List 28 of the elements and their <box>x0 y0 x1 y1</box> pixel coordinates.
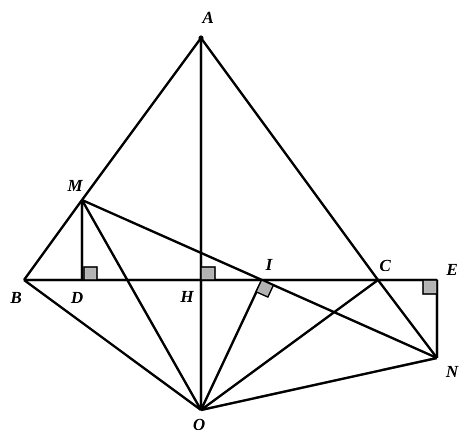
point-label: E <box>446 261 458 279</box>
line-segment <box>23 279 202 411</box>
line-segment <box>80 199 202 411</box>
point-label: D <box>70 289 84 307</box>
line-segment <box>81 37 202 201</box>
line-segment <box>200 279 379 411</box>
line-segment <box>200 280 202 410</box>
line-segment <box>262 278 438 360</box>
point-label: A <box>202 9 214 27</box>
point-label: M <box>67 177 83 195</box>
line-segment <box>436 280 438 358</box>
line-segment <box>200 356 438 412</box>
line-segment <box>262 278 378 282</box>
point-label: I <box>266 256 272 274</box>
point-label: B <box>10 289 22 307</box>
line-segment <box>82 198 262 282</box>
point-label: N <box>446 363 458 381</box>
point-label: H <box>180 288 194 306</box>
line-segment <box>200 37 379 281</box>
line-segment <box>378 278 437 282</box>
line-segment <box>200 38 202 280</box>
line-segment <box>22 199 84 281</box>
point-label: C <box>379 257 391 275</box>
line-segment <box>377 279 438 359</box>
line-segment <box>80 200 84 280</box>
line-segment <box>82 278 201 282</box>
point-label: O <box>192 416 206 434</box>
line-segment <box>24 278 82 282</box>
